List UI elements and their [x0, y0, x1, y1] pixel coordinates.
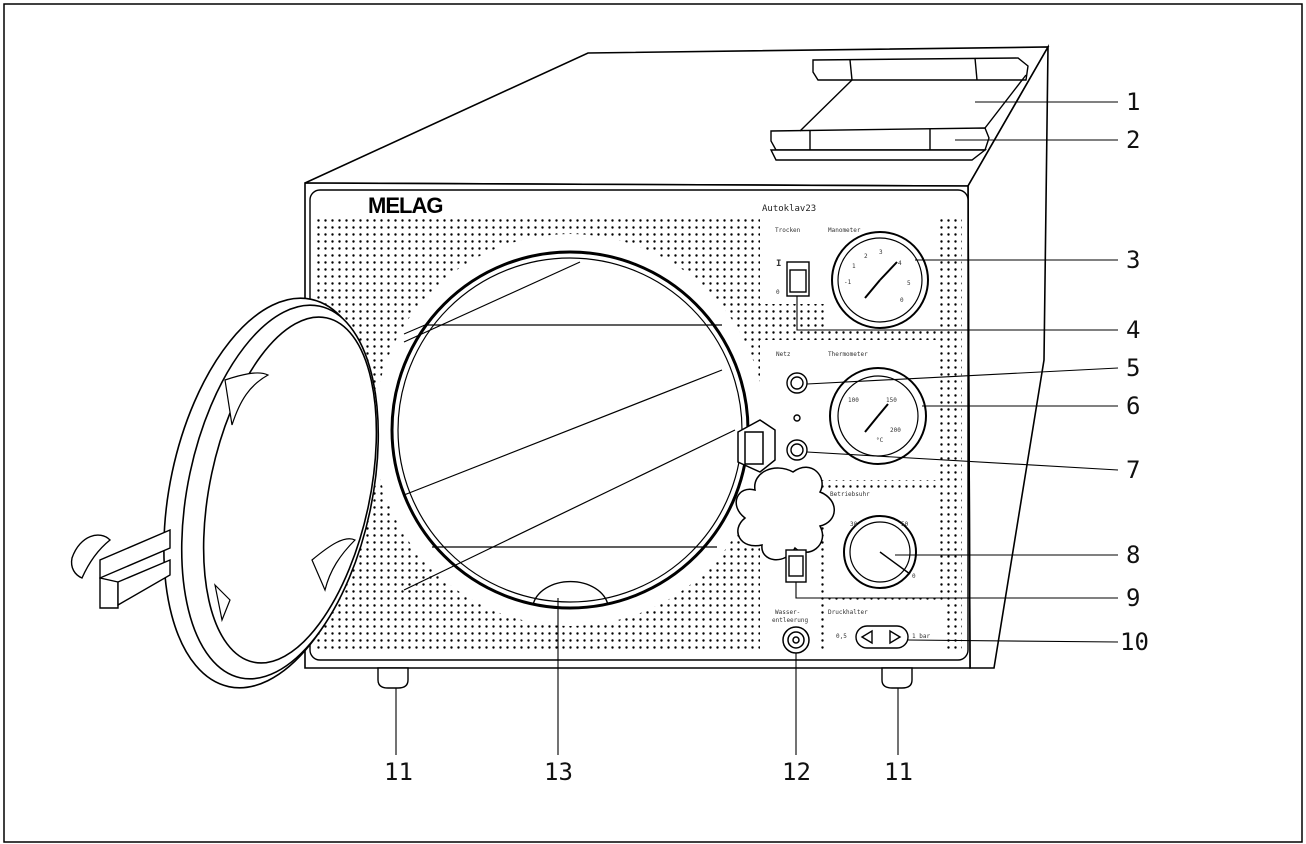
mains-lamp	[786, 372, 808, 422]
manometer-tick-neg1: -1	[844, 279, 852, 286]
manometer-tick-2: 2	[864, 253, 868, 260]
feet	[377, 667, 913, 689]
thermometer-gauge	[829, 367, 927, 465]
model-label: Autoklav23	[762, 204, 816, 214]
brand-logo: MELAG	[368, 193, 442, 218]
switch-on-label: I	[776, 259, 781, 269]
thermo-tick-150: 150	[886, 397, 897, 404]
leader-lines	[395, 101, 1119, 755]
callout-10: 10	[1120, 628, 1149, 656]
netz-label: Netz	[776, 351, 791, 358]
thermo-unit: °C	[876, 437, 884, 444]
switch-off-label: 0	[776, 289, 780, 296]
manometer-tick-1: 1	[852, 263, 856, 270]
timer-tick-30: 30	[850, 521, 858, 528]
callout-8: 8	[1126, 541, 1140, 569]
manometer-label: Manometer	[828, 227, 861, 234]
callout-12: 12	[782, 758, 811, 786]
thermo-tick-200: 200	[890, 427, 901, 434]
manometer-tick-0: 0	[900, 297, 904, 304]
door	[163, 297, 380, 689]
water-label-1: Wasser-	[775, 609, 800, 616]
callout-6: 6	[1126, 392, 1140, 420]
water-drain-valve[interactable]	[782, 626, 810, 654]
callout-7: 7	[1126, 456, 1140, 484]
manometer-gauge	[831, 231, 929, 329]
timer-tick-50: 50	[901, 521, 909, 528]
callout-1: 1	[1126, 88, 1140, 116]
thermo-tick-100: 100	[848, 397, 859, 404]
manometer-tick-3: 3	[879, 249, 883, 256]
callout-3: 3	[1126, 246, 1140, 274]
start-button[interactable]	[786, 439, 808, 461]
callout-13: 13	[544, 758, 573, 786]
manometer-tick-4: 4	[898, 260, 902, 267]
betriebsuhr-label: Betriebsuhr	[830, 491, 870, 498]
timer-tick-0: 0	[912, 573, 916, 580]
callout-2: 2	[1126, 126, 1140, 154]
druck-left-label: 0,5	[836, 633, 847, 640]
callout-11-right: 11	[884, 758, 913, 786]
dry-switch[interactable]	[786, 261, 810, 297]
trocken-label: Trocken	[775, 227, 801, 234]
water-label-2: entleerung	[772, 617, 809, 624]
manometer-tick-5: 5	[907, 280, 911, 287]
druckhalter-label: Druckhalter	[828, 609, 868, 616]
callout-5: 5	[1126, 354, 1140, 382]
door-knob[interactable]	[735, 419, 835, 561]
program-switch[interactable]	[785, 549, 807, 583]
druck-right-label: 1 bar	[912, 633, 930, 640]
callout-9: 9	[1126, 584, 1140, 612]
operating-timer[interactable]	[843, 515, 917, 589]
callout-11-left: 11	[384, 758, 413, 786]
figure-frame	[3, 3, 1303, 843]
pressure-holder-switch[interactable]	[855, 625, 909, 649]
top-handle	[769, 57, 1029, 161]
door-handle	[70, 528, 171, 609]
thermometer-label: Thermometer	[828, 351, 868, 358]
callout-4: 4	[1126, 316, 1140, 344]
